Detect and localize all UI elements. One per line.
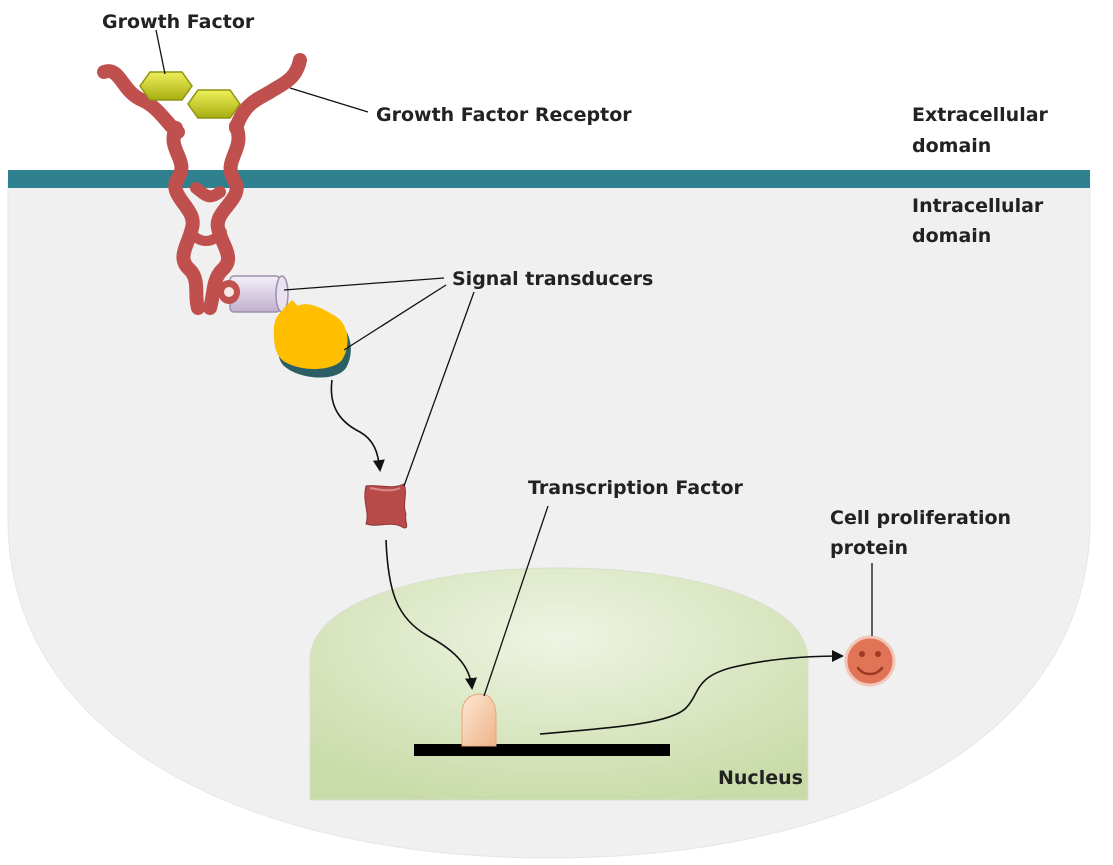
cell-proliferation-label-line1: Cell proliferation xyxy=(830,507,1011,529)
transcription-factor xyxy=(461,693,497,747)
cell-proliferation-protein xyxy=(844,635,896,687)
growth-factor-receptor-label: Growth Factor Receptor xyxy=(376,104,632,126)
intracellular-label-line1: Intracellular xyxy=(912,195,1044,217)
signal-transducers-label: Signal transducers xyxy=(452,268,653,290)
signal-arrows xyxy=(330,379,844,735)
signal-transducer-bowtie xyxy=(364,483,408,529)
extracellular-label-line2: domain xyxy=(912,135,991,157)
growth-factor-receptor xyxy=(97,53,307,315)
cell-membrane xyxy=(8,170,1090,188)
cell-proliferation-label-line2: protein xyxy=(830,537,908,559)
dna-strand xyxy=(414,744,670,756)
nucleus-label: Nucleus xyxy=(718,767,803,789)
signal-transducer-blob xyxy=(273,300,351,378)
signal-transducer-cylinder xyxy=(218,275,289,313)
intracellular-label-line2: domain xyxy=(912,225,991,247)
growth-factor xyxy=(139,71,241,119)
extracellular-label-line1: Extracellular xyxy=(912,104,1049,126)
growth-factor-label: Growth Factor xyxy=(102,11,255,33)
nucleus xyxy=(309,567,809,801)
leader-lines xyxy=(155,29,873,697)
transcription-factor-label: Transcription Factor xyxy=(528,477,744,499)
